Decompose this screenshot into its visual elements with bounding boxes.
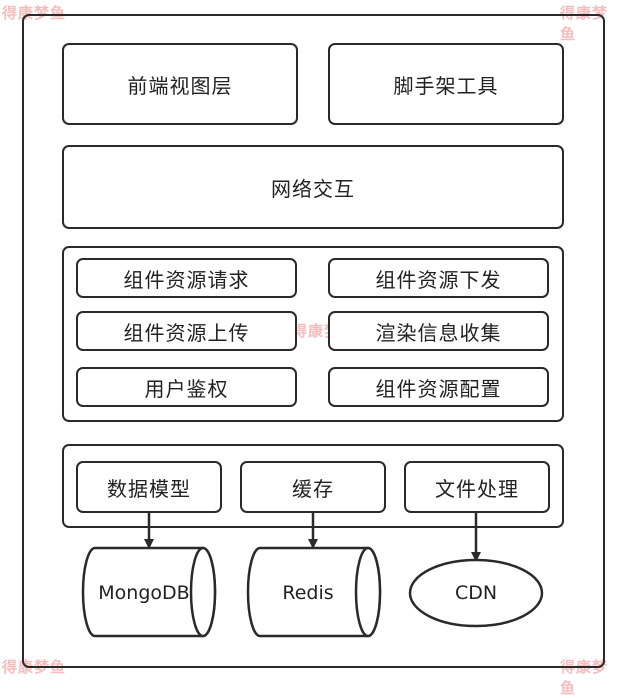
- network-interaction: 网络交互: [62, 145, 564, 229]
- connector-diagram: [81, 513, 544, 638]
- cdn-label: CDN: [454, 582, 498, 604]
- service-group: [62, 246, 564, 422]
- data-model: 数据模型: [76, 461, 222, 513]
- redis-cylinder: [246, 546, 382, 638]
- component-resource-config: 组件资源配置: [328, 367, 549, 407]
- watermark-top-left: 得康梦鱼: [2, 4, 67, 22]
- frontend-view-layer: 前端视图层: [62, 43, 298, 125]
- cdn-ellipse: [408, 558, 544, 628]
- component-resource-dispatch: 组件资源下发: [328, 258, 549, 298]
- architecture-frame: [22, 14, 605, 668]
- component-resource-request: 组件资源请求: [76, 258, 297, 298]
- render-info-collection: 渲染信息收集: [328, 311, 549, 351]
- user-auth: 用户鉴权: [76, 367, 297, 407]
- scaffold-tool: 脚手架工具: [328, 43, 564, 125]
- watermark-top-right: 得康梦鱼: [560, 4, 609, 43]
- cache: 缓存: [240, 461, 386, 513]
- component-resource-upload: 组件资源上传: [76, 311, 297, 351]
- file-processing: 文件处理: [404, 461, 550, 513]
- mongodb-label: MongoDB: [98, 582, 190, 604]
- redis-label: Redis: [282, 582, 334, 604]
- mongodb-cylinder: [81, 546, 217, 638]
